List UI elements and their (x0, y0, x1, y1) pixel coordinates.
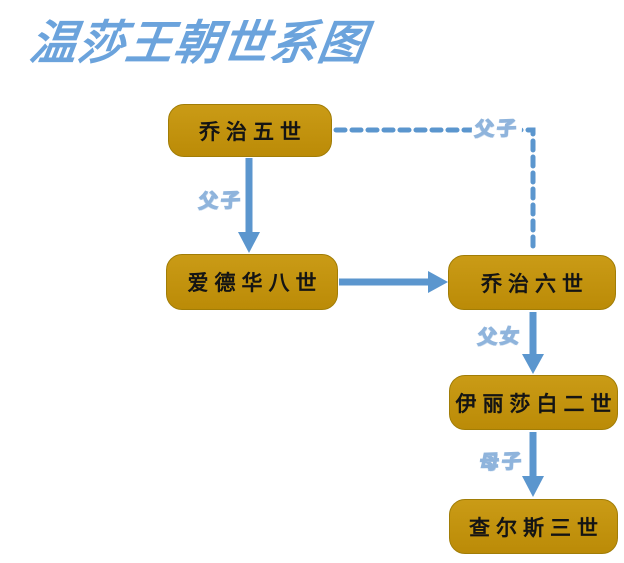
connector-george-v-to-george-vi-dashed (333, 127, 536, 255)
connector-elizabeth-ii-to-charles-iii (522, 432, 544, 497)
node-george-vi: 乔治六世 (448, 255, 616, 310)
connector-george-v-to-edward-viii (238, 158, 260, 253)
arrowhead-icon (522, 354, 544, 374)
node-edward-viii: 爱德华八世 (166, 254, 338, 310)
arrowhead-icon (428, 271, 448, 293)
edge-label-father-son-2: 父子 (471, 113, 523, 142)
edge-label-father-son-1: 父子 (198, 189, 245, 214)
connector-george-vi-to-elizabeth-ii (522, 312, 544, 374)
arrowhead-icon (238, 232, 260, 253)
edge-label-father-daughter: 父女 (477, 325, 524, 350)
edge-label-mother-son: 母子 (479, 450, 526, 475)
connector-dashed-line (333, 127, 536, 255)
arrowhead-icon (522, 476, 544, 497)
connector-edward-viii-to-george-vi (339, 271, 448, 293)
node-george-v: 乔治五世 (168, 104, 332, 157)
node-elizabeth-ii: 伊丽莎白二世 (449, 375, 618, 430)
node-charles-iii: 查尔斯三世 (449, 499, 618, 554)
